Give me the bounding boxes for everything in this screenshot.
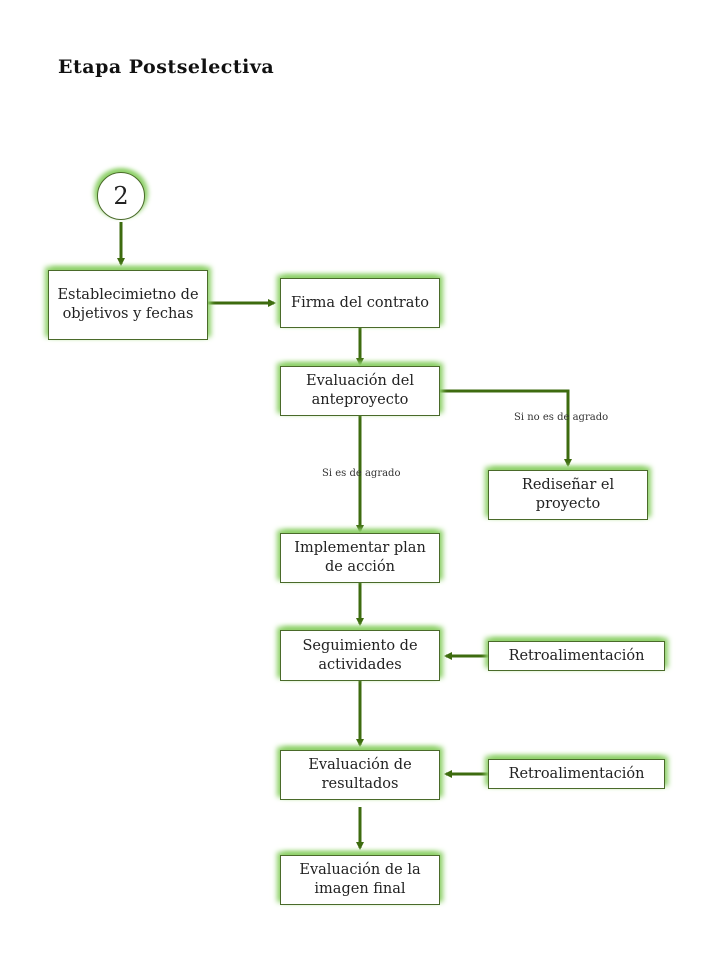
diagram-title: Etapa Postselectiva (58, 56, 275, 78)
edge-label-no-agrado: Si no es de agrado (514, 412, 609, 423)
arrow-evaluacion-to-redisenar (440, 389, 572, 467)
node-seguimiento-actividades: Seguimiento de actividades (280, 630, 440, 681)
node-retroalimentacion-2: Retroalimentación (488, 759, 665, 789)
node-evaluacion-anteproyecto: Evaluación del anteproyecto (280, 366, 440, 416)
node-establecimiento: Establecimietno de objetivos y fechas (48, 270, 208, 340)
node-redisenar-proyecto: Rediseñar el proyecto (488, 470, 648, 520)
start-connector-node: 2 (97, 172, 145, 220)
node-evaluacion-resultados: Evaluación de resultados (280, 750, 440, 800)
node-firma-contrato: Firma del contrato (280, 278, 440, 328)
edge-label-si-agrado: Si es de agrado (322, 468, 401, 479)
node-evaluacion-imagen-final: Evaluación de la imagen final (280, 855, 440, 905)
node-retroalimentacion-1: Retroalimentación (488, 641, 665, 671)
node-implementar-plan: Implementar plan de acción (280, 533, 440, 583)
